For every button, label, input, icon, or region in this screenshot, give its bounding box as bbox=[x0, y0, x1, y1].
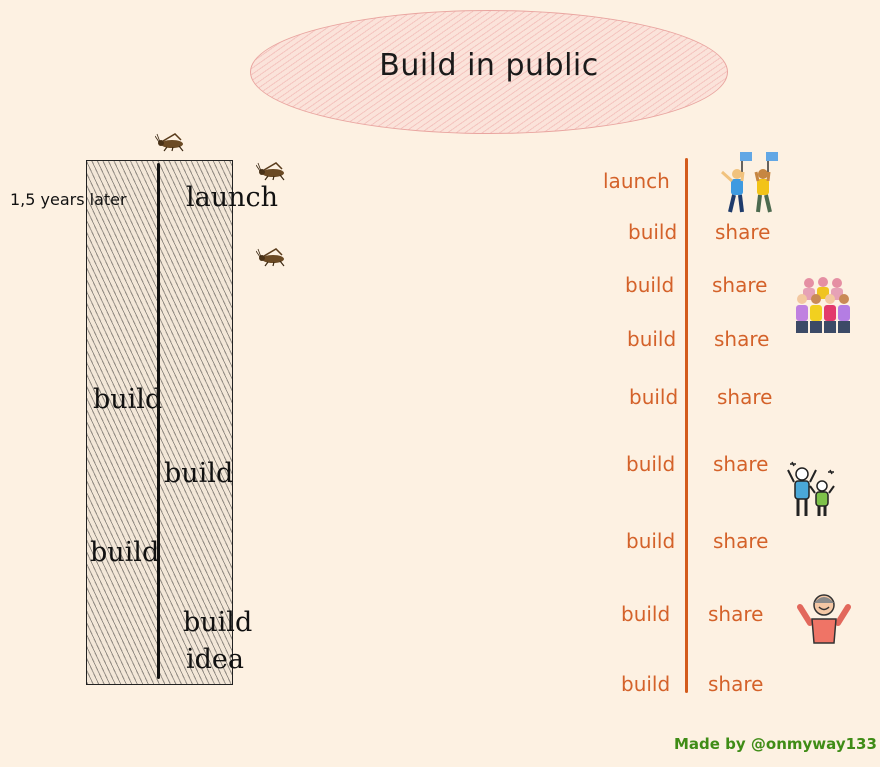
build-label: build bbox=[629, 385, 679, 409]
share-label: share bbox=[717, 385, 773, 409]
build-label: build bbox=[621, 672, 671, 696]
left-build-label: build bbox=[164, 458, 234, 489]
timeline-line bbox=[685, 158, 688, 693]
happy-person-icon bbox=[797, 594, 851, 644]
celebrating-friends-icon bbox=[787, 461, 835, 516]
build-label: build bbox=[626, 529, 676, 553]
diagram-title: Build in public bbox=[379, 48, 599, 83]
cricket-icon bbox=[256, 248, 285, 267]
left-build-label: build bbox=[90, 537, 160, 568]
crowd-icon bbox=[796, 277, 850, 333]
right-launch-label: launch bbox=[603, 169, 670, 193]
left-build-label: build bbox=[93, 384, 163, 415]
column-divider bbox=[157, 163, 160, 679]
time-note: 1,5 years later bbox=[10, 190, 127, 209]
left-launch-label: launch bbox=[186, 182, 279, 213]
share-label: share bbox=[713, 529, 769, 553]
share-label: share bbox=[713, 452, 769, 476]
build-label: build bbox=[626, 452, 676, 476]
build-label: build bbox=[627, 327, 677, 351]
build-label: build bbox=[628, 220, 678, 244]
cricket-icon bbox=[256, 162, 285, 181]
left-idea-label: idea bbox=[186, 644, 244, 675]
share-label: share bbox=[715, 220, 771, 244]
share-label: share bbox=[712, 273, 768, 297]
build-label: build bbox=[625, 273, 675, 297]
build-label: build bbox=[621, 602, 671, 626]
share-label: share bbox=[708, 672, 764, 696]
title-ellipse bbox=[250, 10, 728, 134]
left-build-label: build bbox=[183, 607, 253, 638]
share-label: share bbox=[714, 327, 770, 351]
cricket-icon bbox=[155, 133, 184, 152]
cheering-people-icon bbox=[720, 152, 778, 213]
credit-text: Made by @onmyway133 bbox=[674, 735, 877, 753]
share-label: share bbox=[708, 602, 764, 626]
